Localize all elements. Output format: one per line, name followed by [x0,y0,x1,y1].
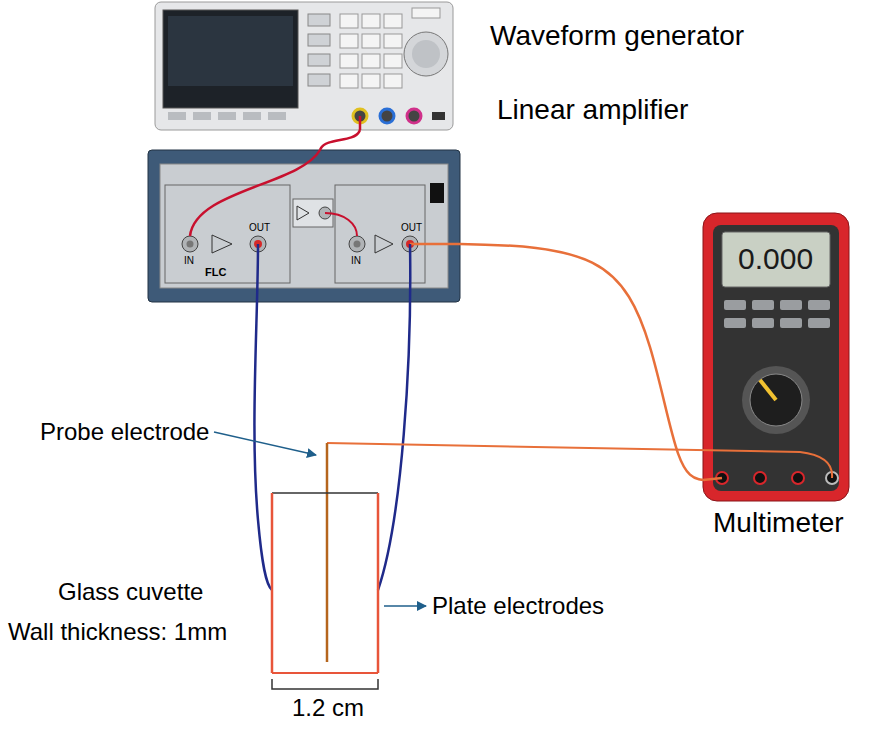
power-button [412,8,440,18]
soft-keys [168,112,286,120]
multimeter-photo [703,213,849,501]
function-buttons [308,14,330,86]
device-label: Linear amplifier [497,94,688,126]
waveform-generator: Waveform generator [155,2,453,130]
generator-body [155,2,453,130]
meter-display [722,232,830,287]
dimension-bracket [272,679,378,689]
amplifier-symbol [375,235,393,253]
display-reading: 0.000 [738,242,813,277]
waveform-generator-photo [155,2,453,130]
probe-electrode [326,443,329,662]
leader-arrow [214,432,316,455]
electrode-wire [378,244,410,590]
part-label: Probe electrode [40,418,209,446]
jack-label: OUT [401,222,422,234]
rotary-knob-center [412,40,440,68]
part-label: Glass cuvette [58,578,203,606]
power-switch [430,183,444,203]
plate-electrode [377,493,380,673]
generator-screen-area [168,16,293,86]
part-label: Plate electrodes [432,592,604,620]
electrode-wire [254,244,272,590]
bnc-jack [182,236,198,252]
amplifier-module [165,185,290,283]
plate-electrode [271,493,274,673]
keypad [340,14,402,88]
probe-wire [327,443,832,478]
cuvette-top [272,492,378,494]
brand-label: FLC [205,266,226,279]
meter-cable [703,478,722,480]
generator-screen [163,10,298,108]
amplifier-symbol [212,235,232,253]
signal-cable [190,150,320,236]
output-jack [380,109,394,123]
jack-label: OUT [249,222,270,234]
rotary-dial [750,374,802,426]
input-jack [792,472,804,484]
usb-port [432,112,445,120]
output-jack [407,109,421,123]
signal-cable [359,116,362,130]
rotary-knob [404,32,448,76]
dimension-label: 1.2 cm [292,694,364,722]
device-label: Waveform generator [490,20,744,52]
meter-cable [460,244,703,480]
dial-pointer [760,380,776,400]
leader-arrow [384,605,426,607]
jack-label: IN [351,255,361,267]
amplifier-frame [148,150,460,302]
meter-housing [703,213,849,501]
amplifier-symbol [297,206,309,220]
jack-label: IN [184,255,194,267]
meter-buttons [724,300,830,328]
dial-ring [742,366,810,434]
patch-cable [325,213,357,236]
input-jack [754,472,766,484]
meter-cable [410,243,460,246]
bnc-jack [349,236,365,252]
bnc-jack-center [187,241,194,248]
bnc-jack-center [354,241,361,248]
note-label: Wall thickness: 1mm [8,618,227,646]
amplifier-panel [160,164,448,288]
device-label: Multimeter [713,507,844,539]
cuvette-bottom [272,672,378,674]
linear-amplifier-photo [148,150,460,302]
signal-cable [320,130,360,150]
